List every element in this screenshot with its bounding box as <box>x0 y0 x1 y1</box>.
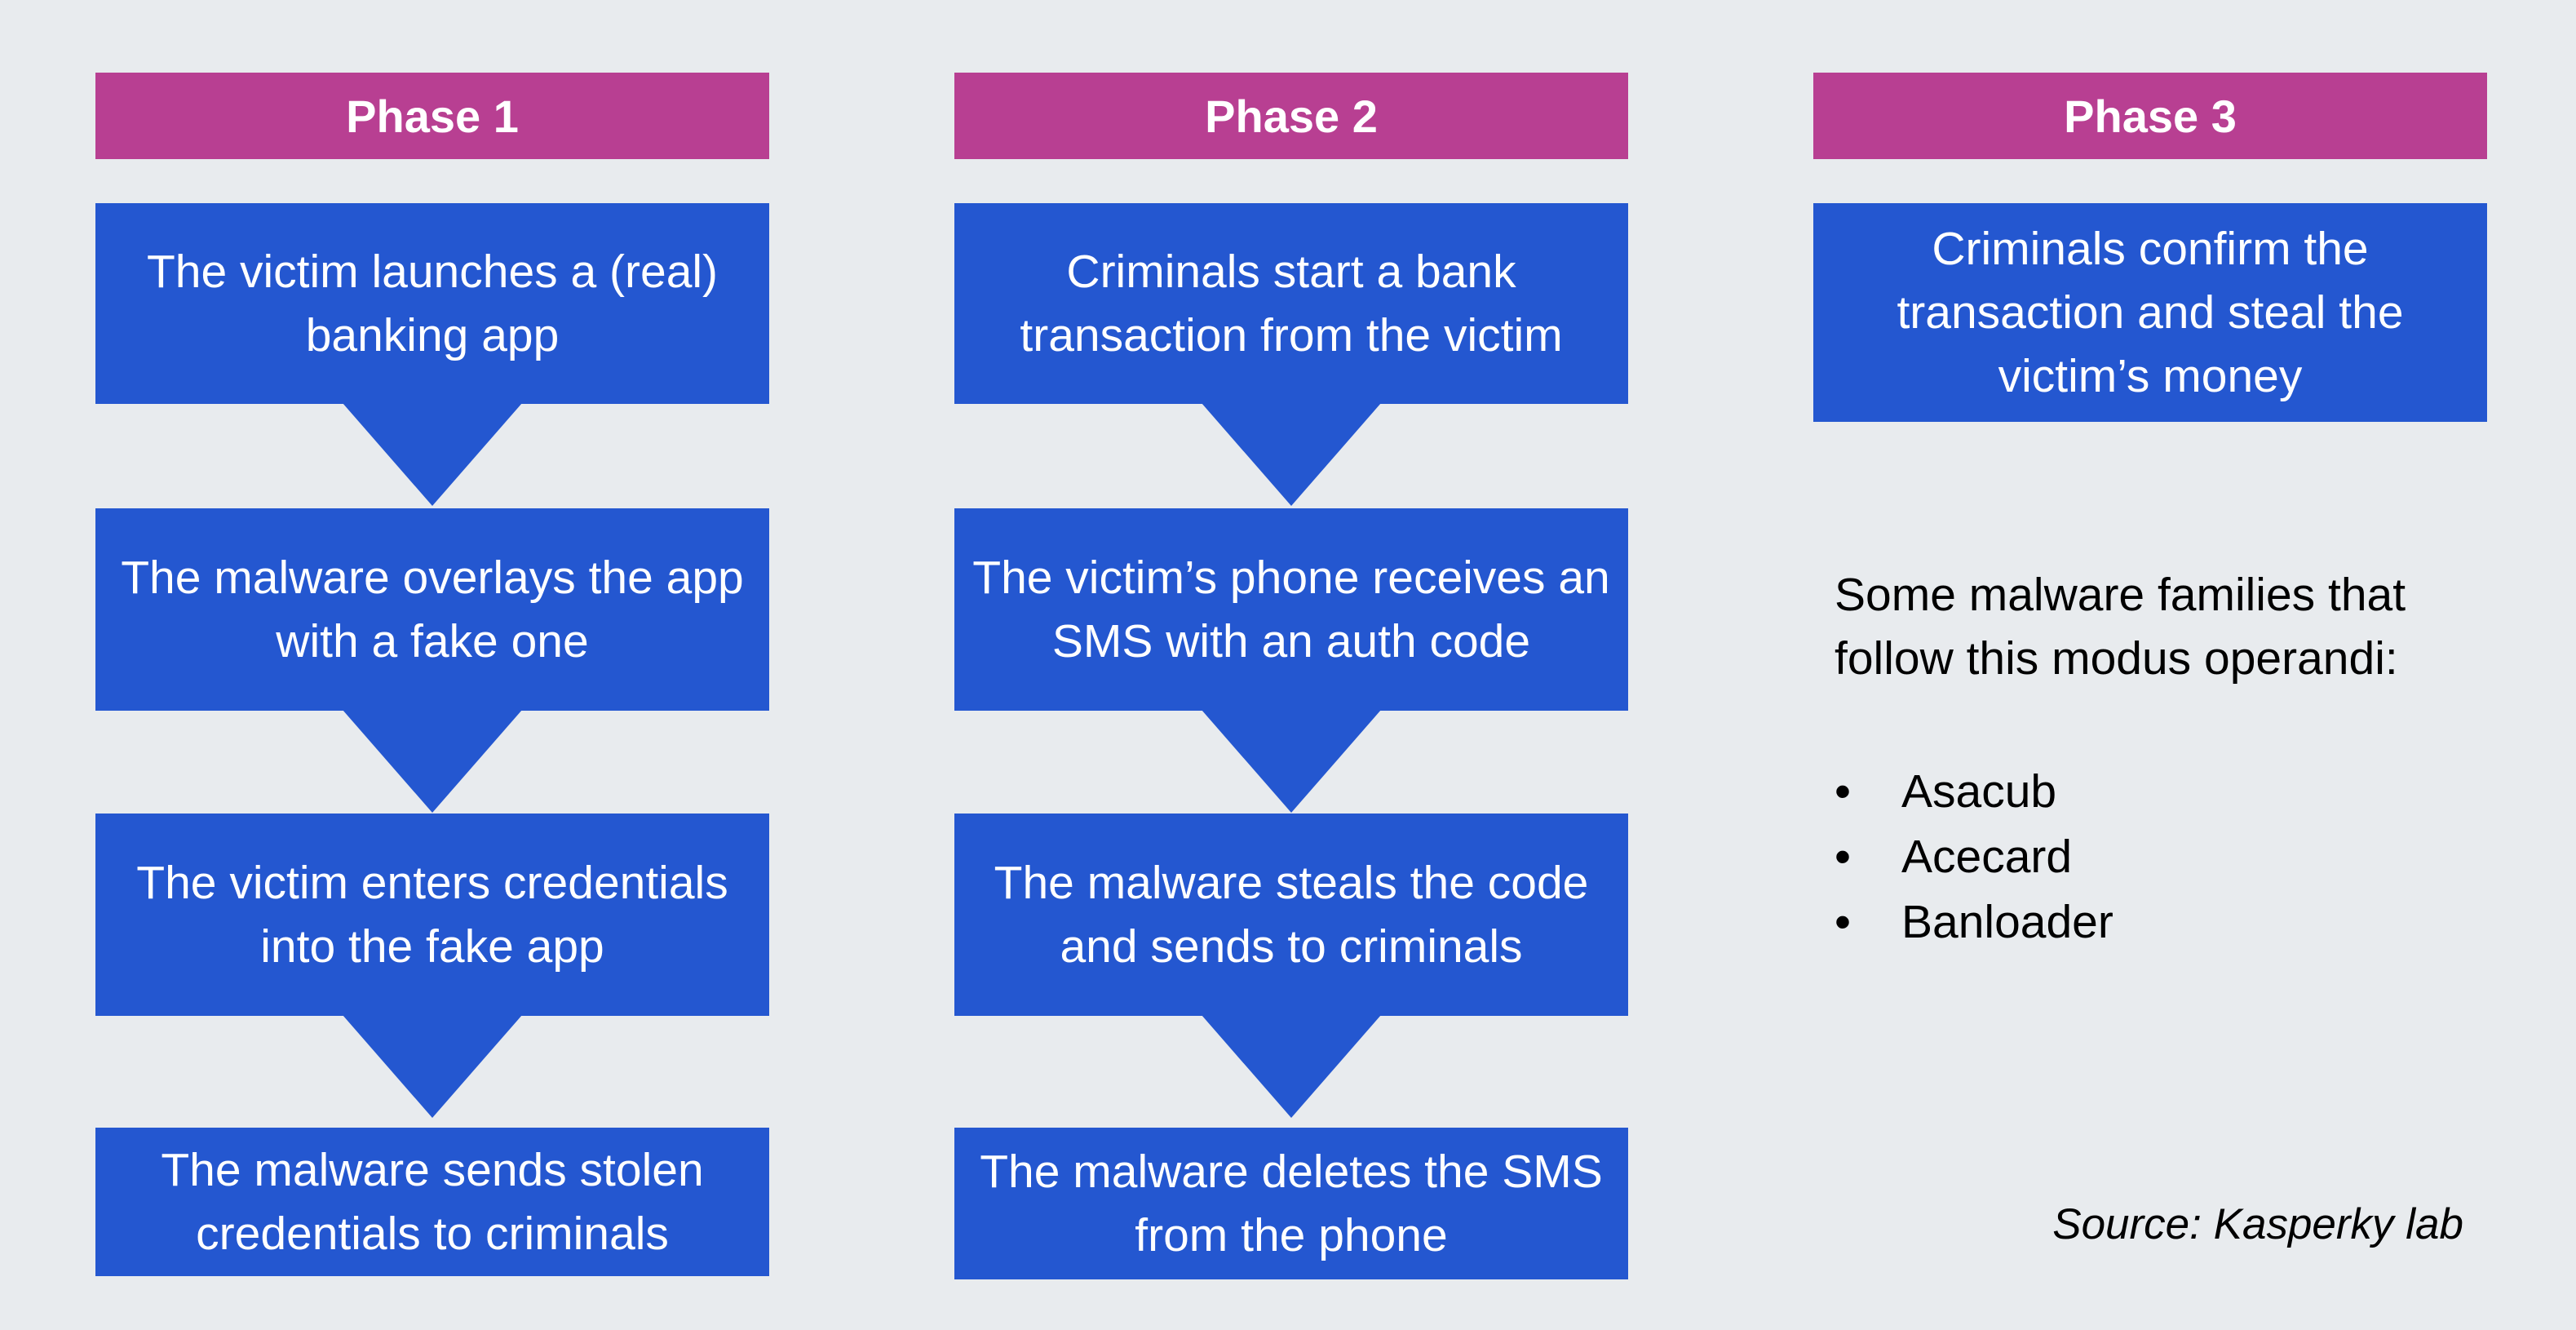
list-item: • Acecard <box>1835 824 2113 889</box>
phase-2-step-1: Criminals start a bank transaction from … <box>954 203 1628 404</box>
phase-2-step-4: The malware deletes the SMS from the pho… <box>954 1128 1628 1279</box>
list-item: • Asacub <box>1835 759 2113 824</box>
down-arrow-icon <box>1202 403 1381 506</box>
malware-families-list: • Asacub • Acecard • Banloader <box>1835 759 2113 955</box>
bullet-icon: • <box>1835 896 1851 948</box>
phase-1-header: Phase 1 <box>95 73 769 159</box>
phase-1-step-2: The malware overlays the app with a fake… <box>95 508 769 711</box>
bullet-icon: • <box>1835 831 1851 883</box>
down-arrow-icon <box>1202 1015 1381 1118</box>
list-item: • Banloader <box>1835 889 2113 955</box>
malware-family-name: Acecard <box>1901 831 2073 883</box>
malware-family-name: Asacub <box>1901 765 2057 818</box>
phase-3-step-1: Criminals confirm the transaction and st… <box>1813 203 2487 422</box>
down-arrow-icon <box>343 710 522 813</box>
phase-3-header: Phase 3 <box>1813 73 2487 159</box>
phase-2-header: Phase 2 <box>954 73 1628 159</box>
down-arrow-icon <box>343 1015 522 1118</box>
source-caption: Source: Kasperky lab <box>2052 1200 2463 1248</box>
down-arrow-icon <box>1202 710 1381 813</box>
bullet-icon: • <box>1835 765 1851 818</box>
down-arrow-icon <box>343 403 522 506</box>
phase-1-step-1: The victim launches a (real) banking app <box>95 203 769 404</box>
malware-family-name: Banloader <box>1901 896 2113 948</box>
phase-1-step-3: The victim enters credentials into the f… <box>95 814 769 1016</box>
phase-2-step-3: The malware steals the code and sends to… <box>954 814 1628 1016</box>
phase-2-step-2: The victim’s phone receives an SMS with … <box>954 508 1628 711</box>
phase-1-step-4: The malware sends stolen credentials to … <box>95 1128 769 1276</box>
malware-families-intro: Some malware families that follow this m… <box>1835 569 2406 685</box>
